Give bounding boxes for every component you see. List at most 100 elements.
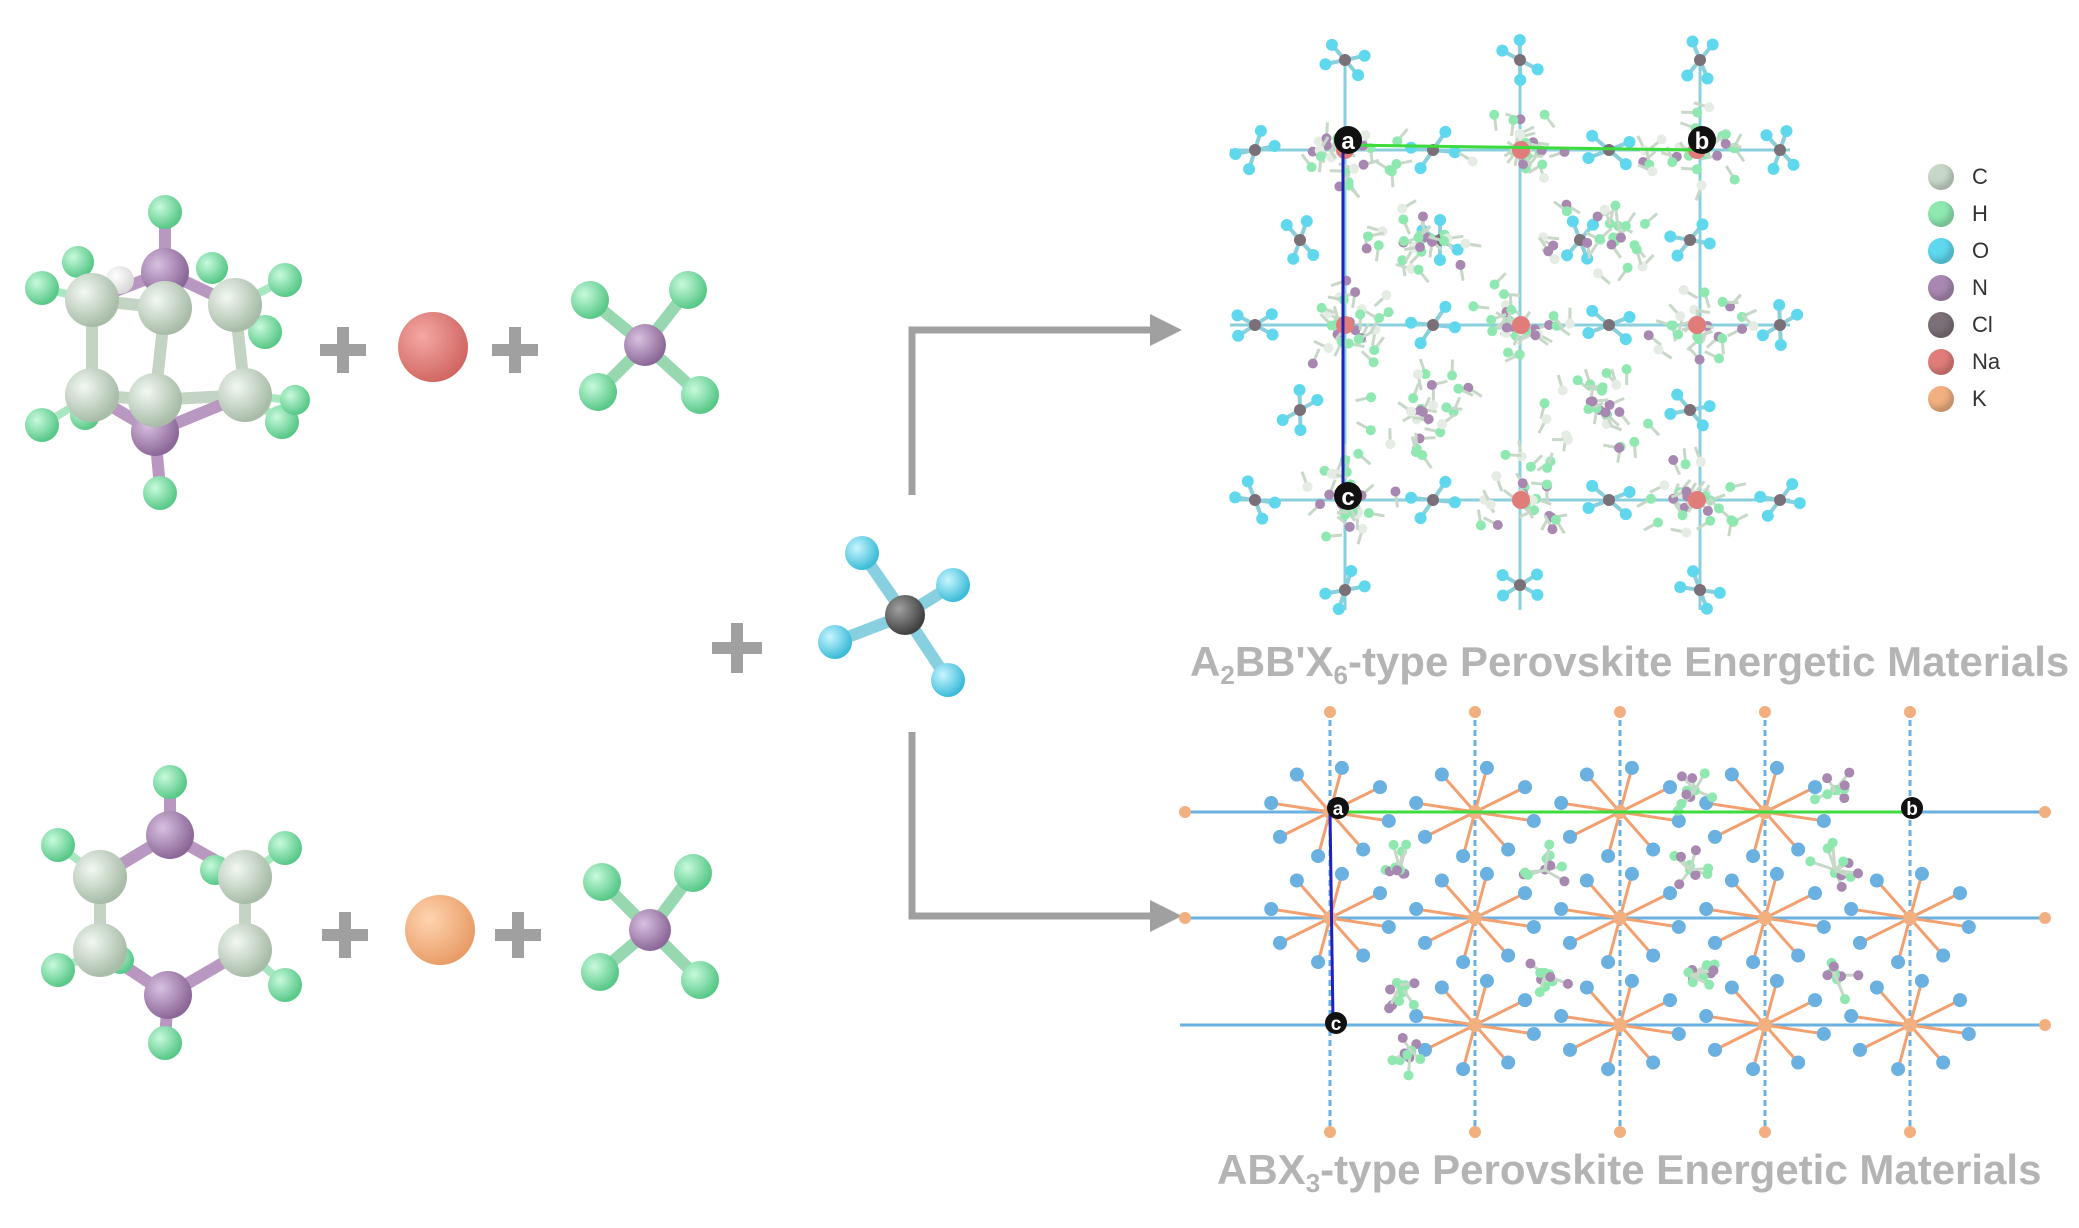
k-o-bond bbox=[1295, 773, 1332, 813]
cation-atom bbox=[1492, 519, 1503, 530]
svg-text:b: b bbox=[1695, 128, 1710, 155]
cation-atom bbox=[1353, 448, 1364, 459]
cation-atom bbox=[1390, 486, 1401, 497]
cation-atom bbox=[1323, 342, 1334, 353]
cation-atom bbox=[1725, 301, 1736, 312]
cation-atom bbox=[1502, 347, 1513, 358]
cation-atom bbox=[1365, 425, 1376, 436]
oxygen-atom bbox=[1518, 993, 1533, 1008]
cation-atom bbox=[1541, 479, 1552, 490]
cation-atom bbox=[1844, 767, 1855, 778]
oxygen-atom bbox=[1703, 400, 1716, 413]
k-o-bond bbox=[1764, 785, 1816, 814]
potassium-center bbox=[1468, 911, 1482, 925]
oxygen-atom bbox=[1663, 886, 1678, 901]
k-o-bond bbox=[1424, 916, 1476, 945]
oxygen-atom bbox=[1746, 955, 1761, 970]
cation-atom bbox=[1687, 773, 1698, 784]
cation-atom bbox=[1485, 499, 1496, 510]
cation-atom bbox=[1539, 109, 1550, 120]
cation-atom bbox=[1423, 414, 1434, 425]
k-o-bond bbox=[1908, 917, 1945, 957]
oxygen-atom bbox=[1518, 886, 1533, 901]
svg-text:c: c bbox=[1341, 484, 1354, 511]
chlorine-atom bbox=[1249, 319, 1261, 331]
oxygen-atom bbox=[1696, 218, 1709, 231]
cation-atom bbox=[1677, 510, 1688, 521]
k-o-bond bbox=[1569, 1023, 1621, 1052]
oxygen-atom bbox=[1869, 980, 1884, 995]
cation-atom bbox=[1525, 461, 1536, 472]
cation-atom bbox=[1839, 994, 1850, 1005]
cation-atom bbox=[1522, 869, 1533, 880]
k-o-bond bbox=[1569, 810, 1621, 839]
oxygen-atom bbox=[1514, 73, 1527, 86]
oxygen-atom bbox=[1724, 873, 1739, 888]
oxygen-atom bbox=[1808, 993, 1823, 1008]
oxygen-atom bbox=[1405, 491, 1418, 504]
cation-atom bbox=[1413, 264, 1424, 275]
top-unit-cell-axes bbox=[1341, 143, 1701, 495]
cation-atom bbox=[1447, 370, 1458, 381]
cation-atom bbox=[1463, 382, 1474, 393]
cation-atom bbox=[1692, 107, 1703, 118]
oxygen-atom bbox=[1307, 248, 1320, 261]
oxygen-atom bbox=[1562, 935, 1577, 950]
oxygen-atom bbox=[1268, 140, 1281, 153]
oxygen-atom bbox=[1582, 151, 1595, 164]
cation-atom bbox=[1559, 876, 1570, 887]
k-o-bond bbox=[1461, 1024, 1477, 1070]
oxygen-atom bbox=[1582, 326, 1595, 339]
k-o-bond bbox=[1474, 785, 1526, 814]
oxygen-atom bbox=[1586, 129, 1599, 142]
oxygen-atom bbox=[1433, 253, 1446, 266]
oxygen-atom bbox=[1579, 767, 1594, 782]
k-o-bond bbox=[1763, 980, 1779, 1026]
potassium-atom bbox=[1179, 912, 1191, 924]
potassium-atom bbox=[1904, 1126, 1916, 1138]
k-o-bond bbox=[1751, 917, 1767, 963]
cation-atom bbox=[1420, 369, 1431, 380]
oxygen-atom bbox=[1707, 829, 1722, 844]
cation-atom bbox=[1557, 385, 1568, 396]
oxygen-atom bbox=[1229, 147, 1242, 160]
k-o-bond bbox=[1279, 810, 1331, 839]
svg-text:a: a bbox=[1333, 799, 1344, 820]
oxygen-atom bbox=[1373, 780, 1388, 795]
oxygen-atom bbox=[1700, 602, 1713, 615]
legend-swatch-na bbox=[1928, 348, 1954, 375]
cation-atom bbox=[1702, 505, 1713, 516]
potassium-center bbox=[1903, 1018, 1917, 1032]
cation-atom bbox=[1631, 244, 1642, 255]
cation-atom bbox=[1809, 794, 1820, 805]
oxygen-atom bbox=[1623, 486, 1636, 499]
oxygen-atom bbox=[1724, 980, 1739, 995]
oxygen-atom bbox=[1623, 136, 1636, 149]
cation-atom bbox=[1500, 449, 1511, 460]
cation-atom bbox=[1611, 379, 1622, 390]
cation-atom bbox=[1717, 333, 1728, 344]
oxygen-atom bbox=[1405, 141, 1418, 154]
oxygen-atom bbox=[1961, 1026, 1976, 1041]
k-o-bond bbox=[1909, 891, 1961, 920]
cation-atom bbox=[1839, 793, 1850, 804]
cation-atom bbox=[1489, 279, 1500, 290]
oxygen-atom bbox=[1624, 973, 1639, 988]
k-o-bond bbox=[1763, 811, 1800, 851]
cation-atom bbox=[1506, 304, 1517, 315]
cation-atom bbox=[1368, 357, 1379, 368]
cation-atom bbox=[1361, 243, 1372, 254]
chlorine-atom bbox=[1514, 579, 1526, 591]
cation-atom bbox=[1385, 439, 1396, 450]
legend-item: Na bbox=[1928, 343, 2000, 380]
oxygen-atom bbox=[1869, 873, 1884, 888]
oxygen-atom bbox=[1936, 1055, 1951, 1070]
oxygen-atom bbox=[1434, 214, 1447, 227]
cation-atom bbox=[1639, 218, 1650, 229]
k-o-bond bbox=[1619, 998, 1671, 1027]
chlorine-atom bbox=[1694, 584, 1706, 596]
k-o-bond bbox=[1619, 1023, 1680, 1036]
oxygen-atom bbox=[1496, 569, 1509, 582]
oxygen-atom bbox=[1601, 955, 1616, 970]
